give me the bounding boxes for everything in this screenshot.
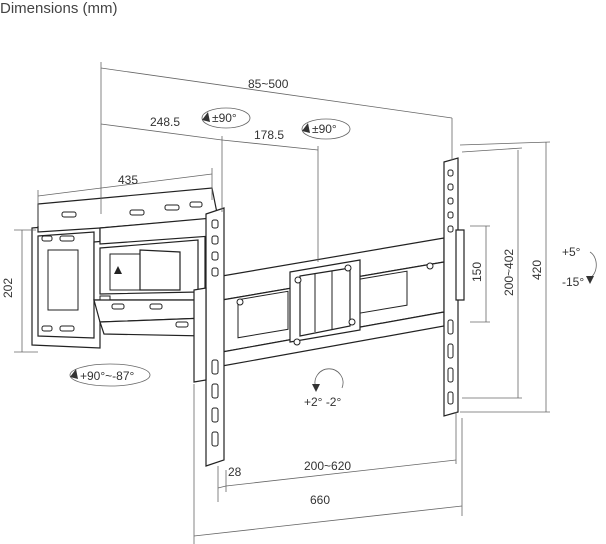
edge-offset-label: 28 <box>228 465 242 479</box>
wall-swivel-label: +90°~-87° <box>80 369 135 383</box>
left-vertical-bracket <box>193 207 225 467</box>
tilt-up-label: +5° <box>562 245 581 259</box>
page-title: Dimensions (mm) <box>0 0 118 17</box>
bracket-height-label: 420 <box>530 260 544 280</box>
dimension-lines <box>14 62 551 544</box>
upper-arm <box>37 187 219 245</box>
swivel-1-label: ±90° <box>212 111 237 125</box>
rotation-label: +2° -2° <box>304 395 341 409</box>
swivel-2-label: ±90° <box>312 122 337 136</box>
wall-plate-height-label: 202 <box>1 278 15 298</box>
vesa-small-label: 150 <box>470 262 484 282</box>
tilt-down-label: -15° <box>562 275 584 289</box>
wall-plate <box>31 221 206 349</box>
arm-extension-label: 85~500 <box>248 77 289 91</box>
arm-segment-1-label: 248.5 <box>150 115 180 129</box>
arm-segment-2-label: 178.5 <box>254 128 284 142</box>
vesa-vertical-label: 200~402 <box>502 249 516 296</box>
bracket-width-label: 660 <box>310 493 330 507</box>
lower-arm <box>93 299 207 337</box>
horizontal-rail <box>221 237 445 367</box>
right-vertical-bracket <box>443 157 465 417</box>
vesa-horizontal-label: 200~620 <box>304 459 351 473</box>
rotation-arrows <box>69 107 597 392</box>
wall-plate-width-label: 435 <box>118 173 138 187</box>
